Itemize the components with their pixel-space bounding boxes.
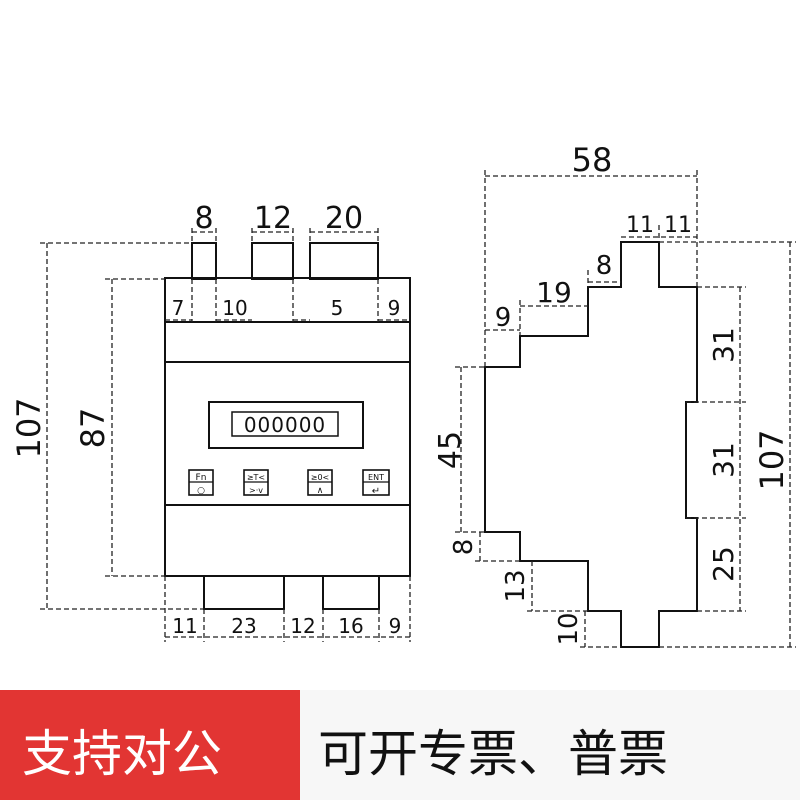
dim-side-height: 107 [753, 429, 791, 490]
front-bottom-tab-2 [322, 575, 380, 610]
key-fn-top: Fn [196, 473, 207, 483]
dim-front-bottom-2: 23 [231, 614, 256, 638]
side-view: 58 11 11 8 19 9 45 8 13 10 [433, 141, 796, 648]
front-top-tab-1 [191, 242, 217, 280]
dim-front-top-3: 20 [325, 201, 363, 236]
dim-front-height-inner: 87 [74, 408, 112, 449]
dim-side-step-1: 8 [596, 251, 613, 281]
key-zero-bottom: ∧ [317, 486, 324, 496]
key-ent-bottom: ↵ [372, 486, 380, 497]
dim-front-bottom-3: 12 [290, 614, 315, 638]
dim-front-top-2: 12 [254, 201, 292, 236]
dim-front-sub-2: 10 [222, 296, 247, 320]
dim-side-top-1: 11 [626, 213, 654, 238]
dim-front-top-1: 8 [194, 201, 213, 236]
dim-side-width: 58 [572, 141, 613, 179]
key-ent[interactable]: ENT ↵ [362, 469, 390, 497]
dim-side-left-height: 45 [433, 431, 468, 469]
dim-side-left-bottom-2: 13 [501, 569, 531, 602]
banner-right-text: 可开专票、普票 [318, 725, 668, 783]
lcd-display-value: 000000 [244, 413, 326, 437]
dim-side-right-3: 25 [707, 546, 740, 582]
front-view: 000000 Fn ○ ≥T< >·v ≥0< ∧ ENT ↵ [10, 201, 411, 642]
dim-front-bottom-4: 16 [338, 614, 363, 638]
key-set-top: ≥T< [247, 473, 265, 482]
key-fn-bottom: ○ [197, 486, 205, 496]
dim-front-bottom-1: 11 [172, 614, 197, 638]
key-zero[interactable]: ≥0< ∧ [307, 469, 333, 496]
key-ent-top: ENT [368, 473, 384, 482]
dim-front-sub-3: 5 [331, 296, 344, 320]
front-top-tab-3 [309, 242, 379, 280]
lcd-bezel [208, 401, 364, 449]
dim-side-step-2: 19 [536, 276, 572, 309]
banner-left: 支持对公 [0, 690, 300, 800]
lcd-window [231, 411, 339, 437]
dim-side-left-bottom-3: 10 [554, 612, 584, 645]
dim-front-sub-4: 9 [388, 296, 401, 320]
key-set[interactable]: ≥T< >·v [243, 469, 269, 496]
dim-side-left-bottom-1: 8 [449, 539, 479, 556]
key-fn[interactable]: Fn ○ [188, 469, 214, 496]
dim-front-bottom-5: 9 [389, 614, 402, 638]
dim-front-height-outer: 107 [10, 397, 48, 458]
dim-side-right-2: 31 [707, 442, 740, 478]
key-set-bottom: >·v [249, 486, 263, 495]
banner-right: 可开专票、普票 [300, 690, 800, 800]
dim-front-sub-1: 7 [172, 296, 185, 320]
key-zero-top: ≥0< [311, 473, 330, 482]
dim-side-top-2: 11 [664, 213, 692, 238]
front-top-tab-2 [251, 242, 294, 280]
dim-side-step-3: 9 [495, 303, 512, 333]
front-bottom-tab-1 [203, 575, 285, 610]
banner-left-text: 支持对公 [22, 725, 222, 783]
dim-side-right-1: 31 [707, 327, 740, 363]
